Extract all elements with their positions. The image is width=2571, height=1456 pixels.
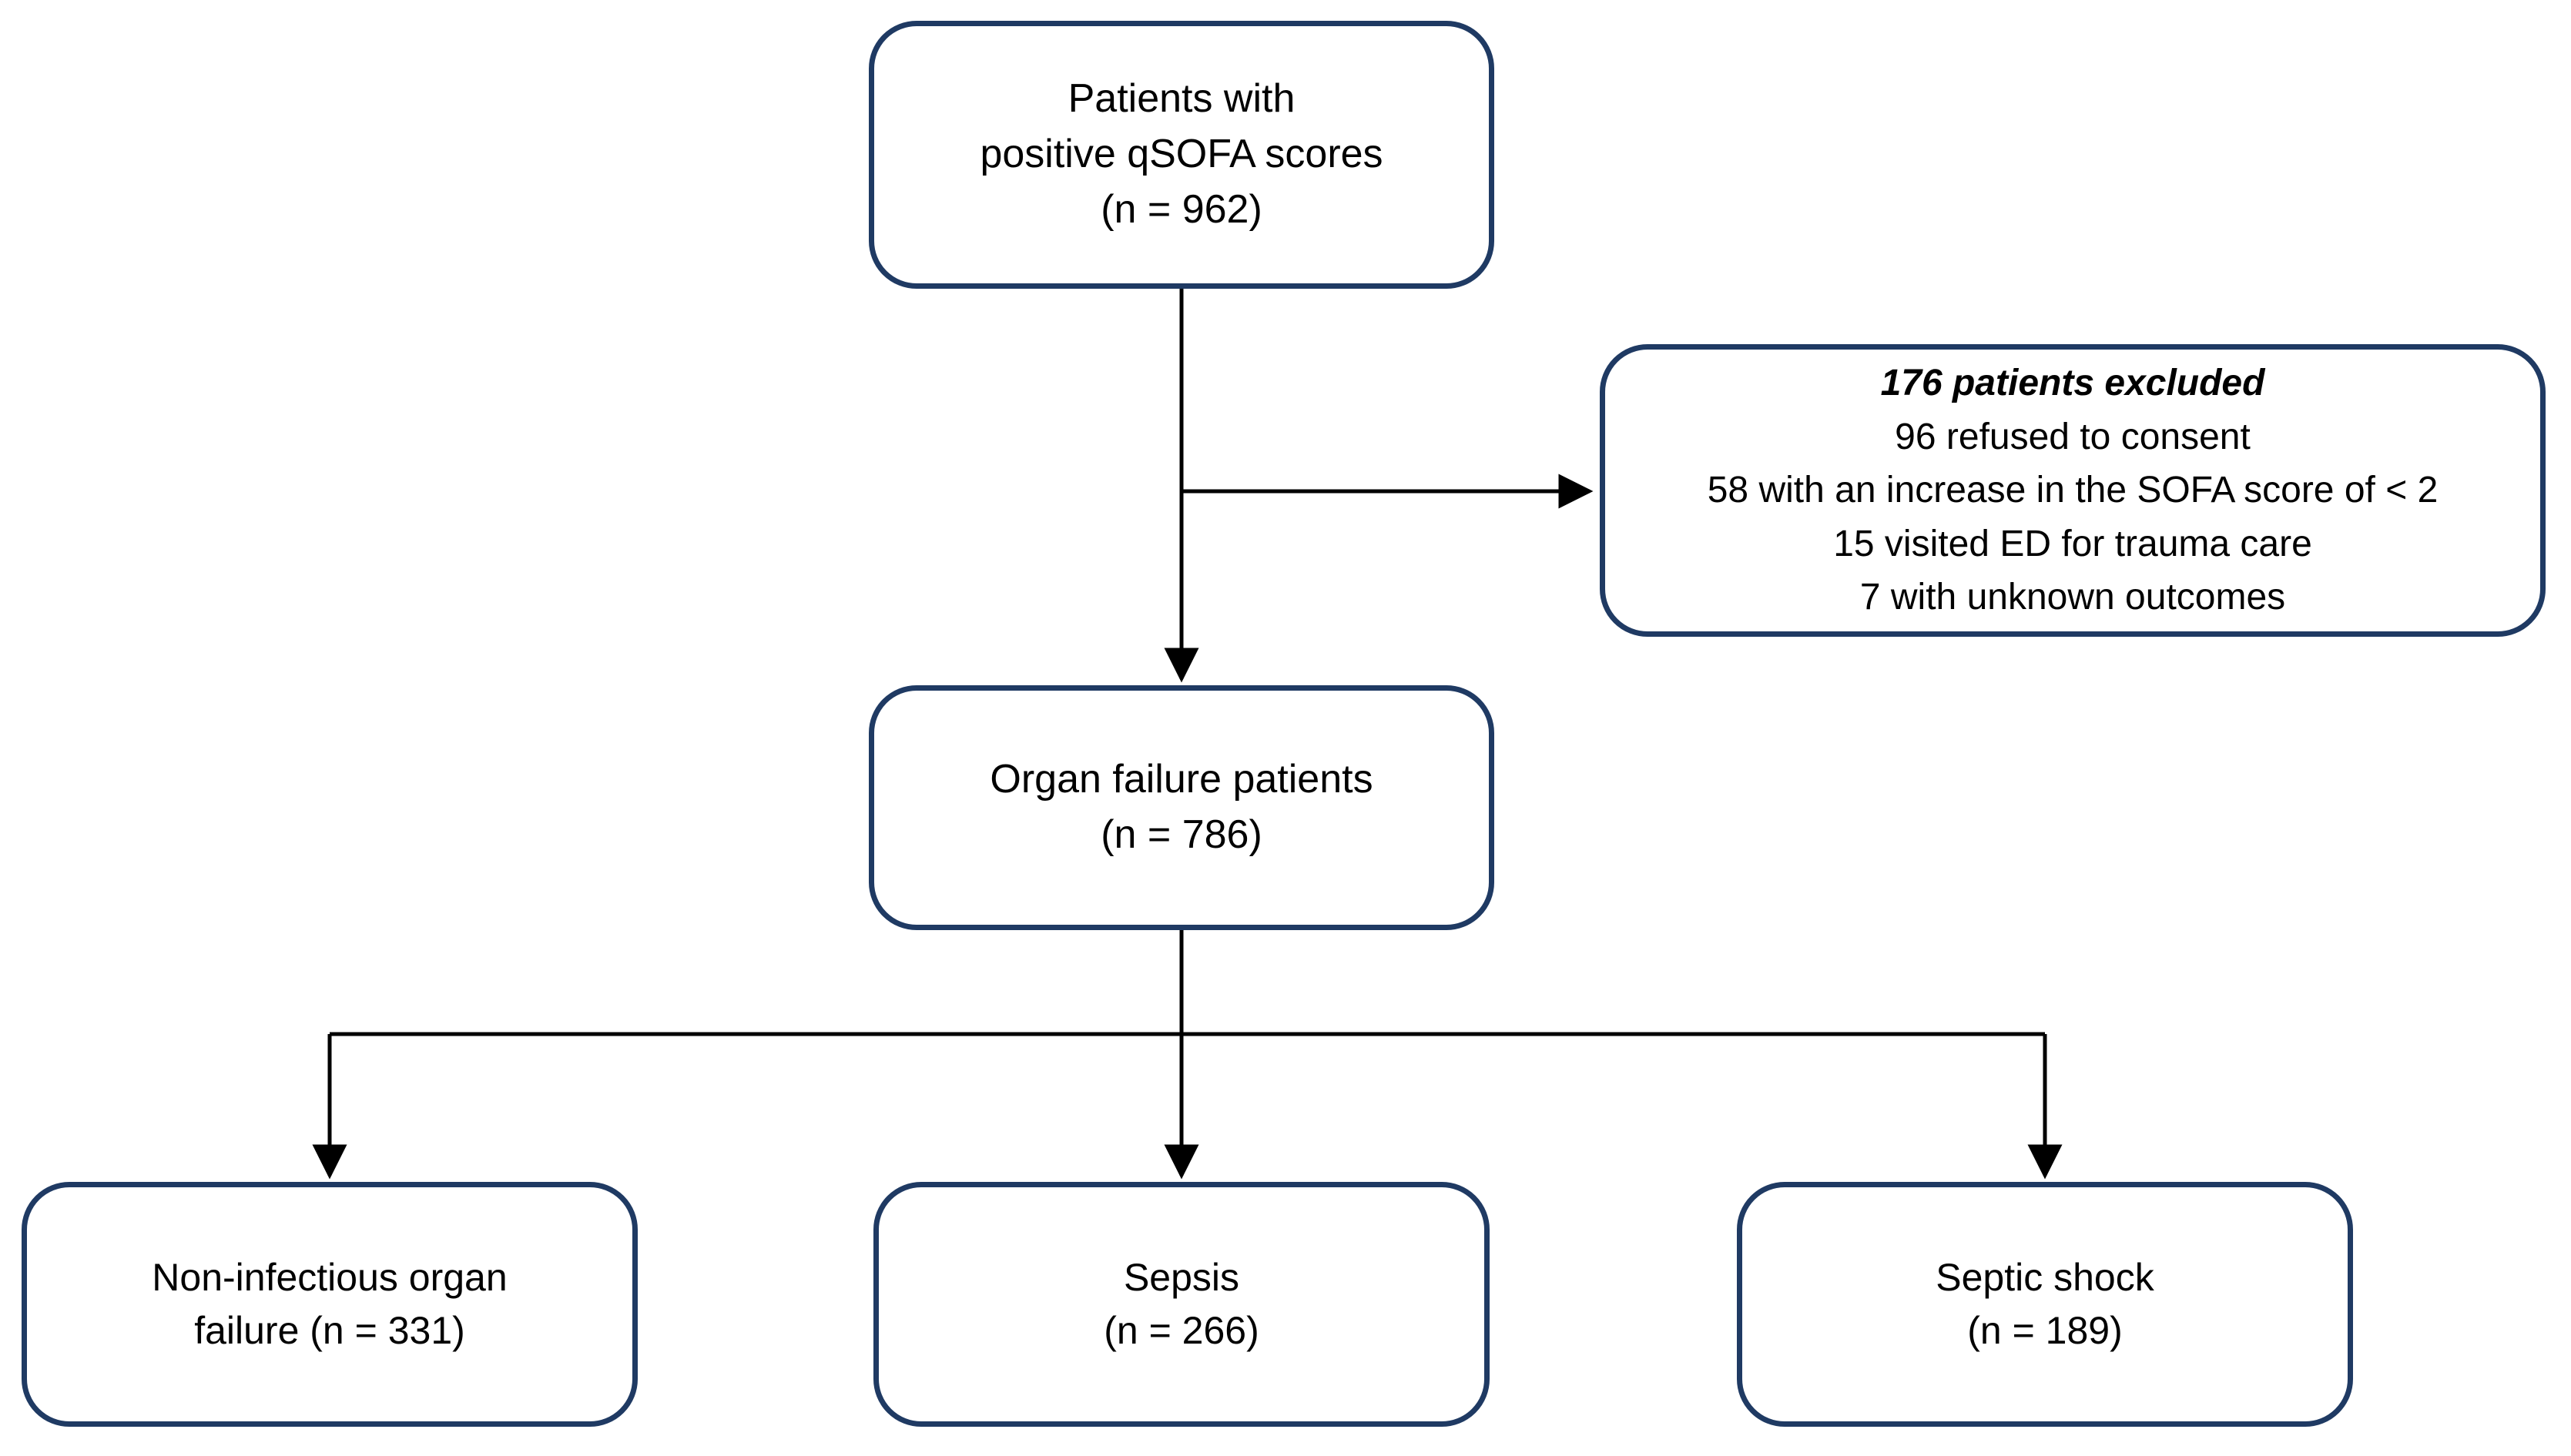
excluded-reason: 7 with unknown outcomes: [1859, 577, 2286, 618]
excluded-reason: 58 with an increase in the SOFA score of…: [1707, 470, 2439, 511]
node-patients-positive-qsofa: Patients with positive qSOFA scores (n =…: [869, 21, 1494, 289]
excluded-reason: 96 refused to consent: [1895, 416, 2251, 457]
node-count: (n = 962): [1101, 186, 1262, 232]
node-patients-excluded: 176 patients excluded 96 refused to cons…: [1600, 344, 2546, 637]
node-label-line: Organ failure patients: [990, 757, 1373, 802]
excluded-title: 176 patients excluded: [1880, 363, 2265, 404]
node-count: (n = 266): [1104, 1309, 1259, 1352]
node-non-infectious-organ-failure: Non-infectious organ failure (n = 331): [22, 1182, 638, 1427]
node-label-line: Non-infectious organ: [152, 1256, 508, 1299]
node-label-line: positive qSOFA scores: [980, 132, 1383, 177]
node-count: (n = 786): [1101, 812, 1262, 857]
node-count: (n = 189): [1967, 1309, 2123, 1352]
excluded-reason: 15 visited ED for trauma care: [1833, 523, 2312, 564]
node-label-line: Septic shock: [1936, 1256, 2154, 1299]
node-sepsis: Sepsis (n = 266): [873, 1182, 1490, 1427]
node-label-line: Sepsis: [1123, 1256, 1240, 1299]
node-count: failure (n = 331): [194, 1309, 465, 1352]
node-label-line: Patients with: [1068, 76, 1296, 122]
node-septic-shock: Septic shock (n = 189): [1737, 1182, 2353, 1427]
node-organ-failure-patients: Organ failure patients (n = 786): [869, 685, 1494, 930]
